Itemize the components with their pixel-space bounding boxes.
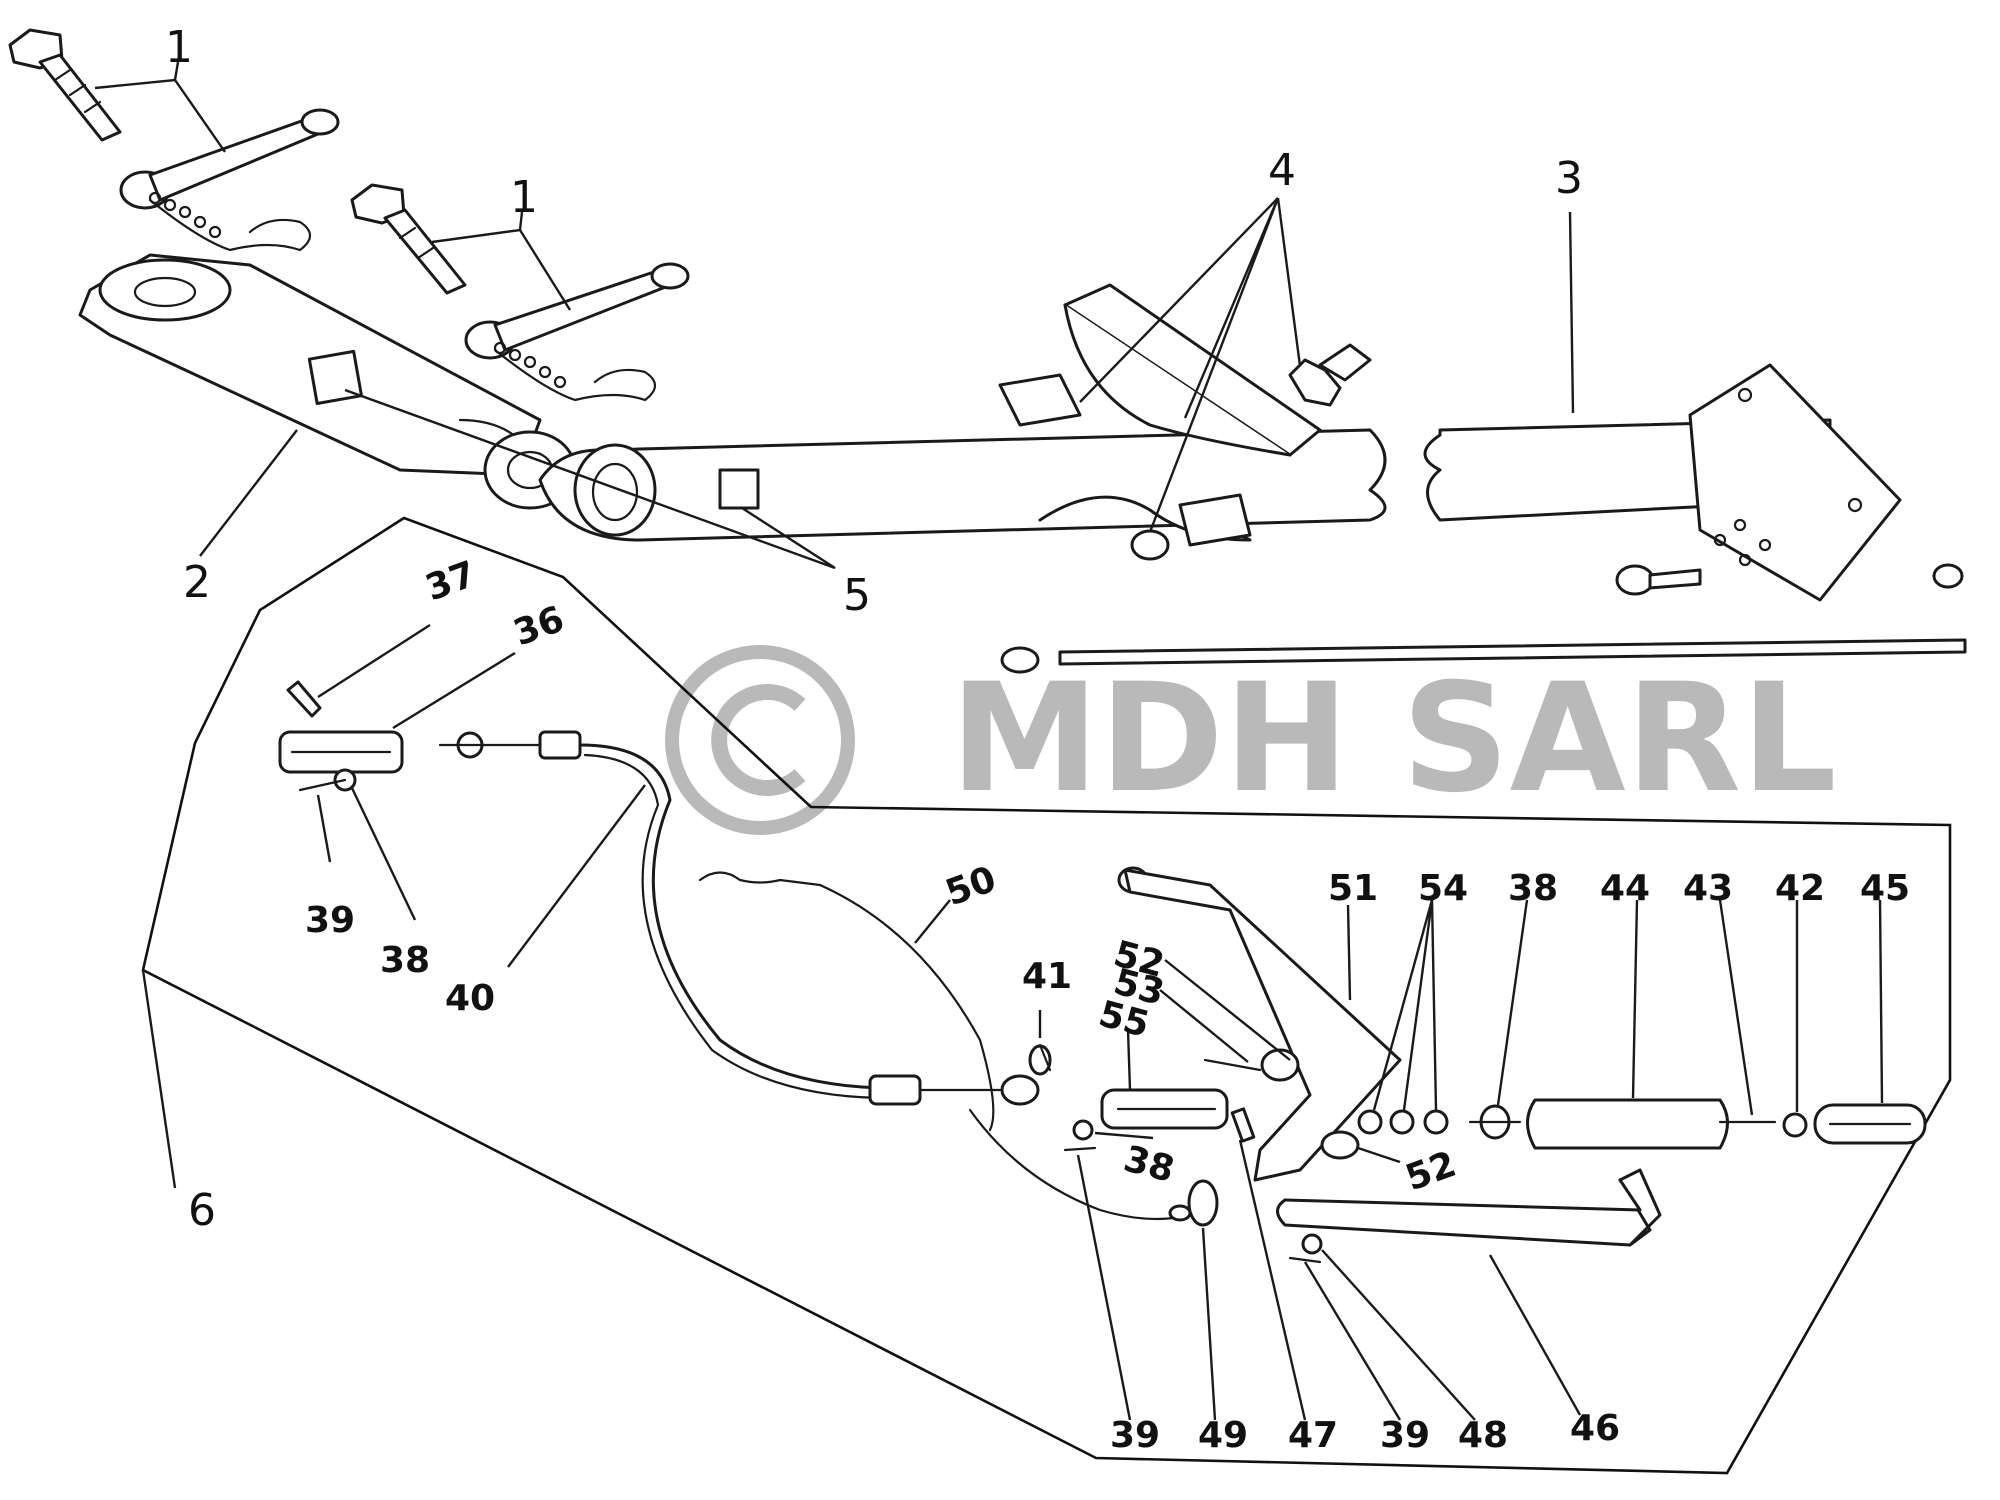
watermark: MDH SARL [665,645,1837,835]
label-47: 47 [1288,1415,1338,1456]
clevis-36 [278,730,404,792]
label-39b: 39 [1110,1415,1160,1456]
label-square-icon [307,349,363,405]
clevis-55 [1100,1088,1229,1130]
label-39a: 39 [305,900,355,941]
label-37: 37 [420,554,481,610]
tube-2 [78,253,577,510]
label-4: 4 [1268,145,1296,196]
copyright-c-icon [711,684,806,796]
label-6: 6 [188,1185,216,1236]
bolt-41 [1028,1043,1052,1076]
pin-37 [286,680,322,718]
label-1b: 1 [510,172,538,223]
long-rod [1000,638,1967,674]
cable-40 [438,730,1040,1106]
label-5: 5 [843,570,871,621]
cotter-39a [1063,1146,1097,1152]
pin-1a [8,28,122,142]
label-46: 46 [1570,1408,1620,1449]
label-2: 2 [183,557,211,608]
pin-47 [1230,1107,1256,1143]
bolt-4 [1288,343,1372,407]
main-tube [538,428,1387,542]
label-40: 40 [445,978,495,1019]
nut-top-right [1932,563,1964,589]
label-45: 45 [1860,868,1910,909]
washer-38b [1072,1119,1094,1141]
pin-1b [350,183,467,295]
label-1a: 1 [165,22,193,73]
label-square-icon [718,468,760,510]
label-43: 43 [1683,868,1733,909]
bolt-small [1615,564,1702,596]
lever-1a [119,108,340,252]
leaders [94,61,1884,1421]
spring-assembly [1468,1098,1927,1150]
saddle-bracket-4 [998,283,1322,561]
washers-54 [1357,1109,1449,1135]
arm-46 [1276,1168,1662,1264]
tube-3 [1423,363,1902,602]
label-38c: 38 [1508,868,1558,909]
label-44: 44 [1600,868,1650,909]
kit-outline-6 [141,516,1952,1475]
label-3: 3 [1555,153,1583,204]
watermark-text: MDH SARL [950,652,1837,826]
label-38b: 38 [1119,1138,1178,1191]
label-38a: 38 [380,940,430,981]
copyright-circle-icon [665,645,855,835]
label-50: 50 [940,859,1001,915]
screw-53 [1203,1058,1262,1072]
label-41: 41 [1022,956,1072,997]
lever-1b [464,262,690,402]
ring-49 [1187,1179,1219,1227]
label-49: 49 [1198,1415,1248,1456]
lever-51 [1117,866,1402,1182]
label-54: 54 [1418,868,1468,909]
label-36: 36 [508,599,569,655]
label-48: 48 [1458,1415,1508,1456]
label-39c: 39 [1380,1415,1430,1456]
label-42: 42 [1775,868,1825,909]
label-51: 51 [1328,868,1378,909]
